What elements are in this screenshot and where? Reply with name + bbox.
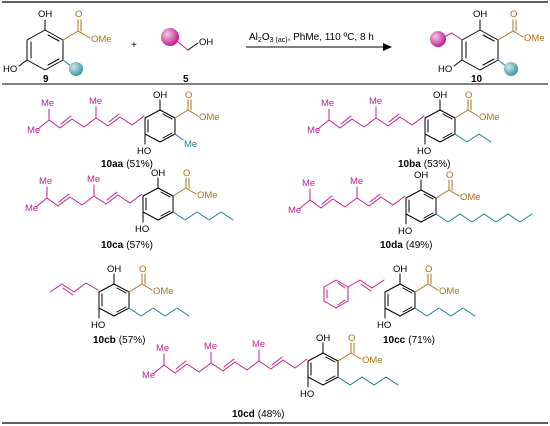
o-label: O — [348, 333, 355, 344]
p10-label: 10 — [471, 74, 483, 85]
reactant-5: OH 5 — [161, 28, 213, 85]
me-label: Me — [87, 174, 100, 185]
me-label: Me — [252, 339, 265, 350]
pink-sphere-icon — [430, 31, 446, 47]
compound-10aa: Me Me Me OH HO O OMe Me 10aa(51%) — [27, 90, 220, 170]
p10-ome: OMe — [524, 33, 545, 44]
oh-label: OH — [316, 333, 330, 344]
reaction-conditions: Al2O3(ac), PhMe, 110 ºC, 8 h — [249, 32, 374, 44]
oh-label: OH — [151, 168, 165, 179]
plus-sign: + — [131, 40, 137, 51]
r9-o: O — [75, 9, 82, 20]
reaction-arrow — [246, 43, 392, 51]
ome-label: OMe — [460, 192, 481, 203]
compound-label: 10da(49%) — [380, 240, 432, 251]
ho-label: HO — [300, 389, 314, 400]
teal-sphere-icon — [69, 62, 83, 76]
me-label: Me — [41, 98, 54, 109]
me-label: Me — [369, 96, 382, 107]
product-10: OH O OMe HO 10 — [430, 9, 545, 85]
me-label: Me — [142, 370, 155, 381]
compound-label: 10cb(57%) — [93, 335, 145, 346]
o-label: O — [185, 90, 192, 101]
me-label: Me — [184, 139, 197, 150]
o-label: O — [183, 168, 190, 179]
me-label: Me — [25, 203, 38, 214]
oh-label: OH — [393, 264, 407, 275]
me-label: Me — [156, 343, 169, 354]
ome-label: OMe — [439, 286, 460, 297]
r9-ho: HO — [3, 64, 17, 75]
me-label: Me — [307, 125, 320, 136]
me-label: Me — [204, 341, 217, 352]
ome-label: OMe — [199, 112, 220, 123]
ho-label: HO — [377, 320, 391, 331]
compound-10cb: OH HO O OMe 10cb(57%) — [49, 264, 190, 346]
ome-label: OMe — [153, 286, 174, 297]
oh-label: OH — [414, 170, 428, 181]
r9-label: 9 — [43, 74, 49, 85]
me-label: Me — [39, 176, 52, 187]
o-label: O — [446, 170, 453, 181]
me-label: Me — [321, 98, 334, 109]
me-label: Me — [350, 176, 363, 187]
p10-oh: OH — [473, 9, 487, 20]
compound-10ca: Me Me Me OH HO O OMe 10ca(57%) — [25, 168, 234, 251]
pink-sphere-icon — [161, 28, 179, 46]
compound-label: 10ca(57%) — [101, 240, 153, 251]
ho-label: HO — [135, 224, 149, 235]
me-label: Me — [288, 205, 301, 216]
compound-label: 10ba(53%) — [398, 159, 450, 170]
ho-label: HO — [398, 226, 412, 237]
oh-label: OH — [433, 90, 447, 101]
o-label: O — [425, 264, 432, 275]
compound-label: 10aa(51%) — [101, 159, 153, 170]
me-label: Me — [27, 125, 40, 136]
r5-label: 5 — [183, 74, 189, 85]
p10-ho: HO — [438, 64, 452, 75]
o-label: O — [465, 90, 472, 101]
oh-label: OH — [107, 264, 121, 275]
compound-label: 10cc(71%) — [383, 335, 435, 346]
compound-10cc: OH HO O OMe 10cc(71%) — [323, 264, 476, 346]
ho-label: HO — [417, 146, 431, 157]
p10-o: O — [510, 9, 517, 20]
compound-10cd: Me Me Me Me OH HO O OMe 10cd(48%) — [142, 333, 399, 420]
me-label: Me — [89, 96, 102, 107]
o-label: O — [139, 264, 146, 275]
compound-10da: Me Me Me OH HO O OMe 10da(49%) — [288, 170, 533, 251]
compound-10ba: Me Me Me OH HO O OMe 10ba(53%) — [307, 90, 500, 170]
ome-label: OMe — [362, 355, 383, 366]
ho-label: HO — [91, 320, 105, 331]
ome-label: OMe — [479, 112, 500, 123]
r9-ome: OMe — [91, 34, 112, 45]
r5-oh: OH — [199, 37, 213, 48]
reactant-9: OH O OMe HO 9 — [3, 9, 112, 85]
compound-label: 10cd(48%) — [232, 409, 284, 420]
teal-sphere-icon — [504, 62, 518, 76]
oh-label: OH — [153, 90, 167, 101]
ho-label: HO — [137, 146, 151, 157]
r9-oh: OH — [38, 9, 52, 20]
me-label: Me — [302, 178, 315, 189]
ome-label: OMe — [197, 190, 218, 201]
